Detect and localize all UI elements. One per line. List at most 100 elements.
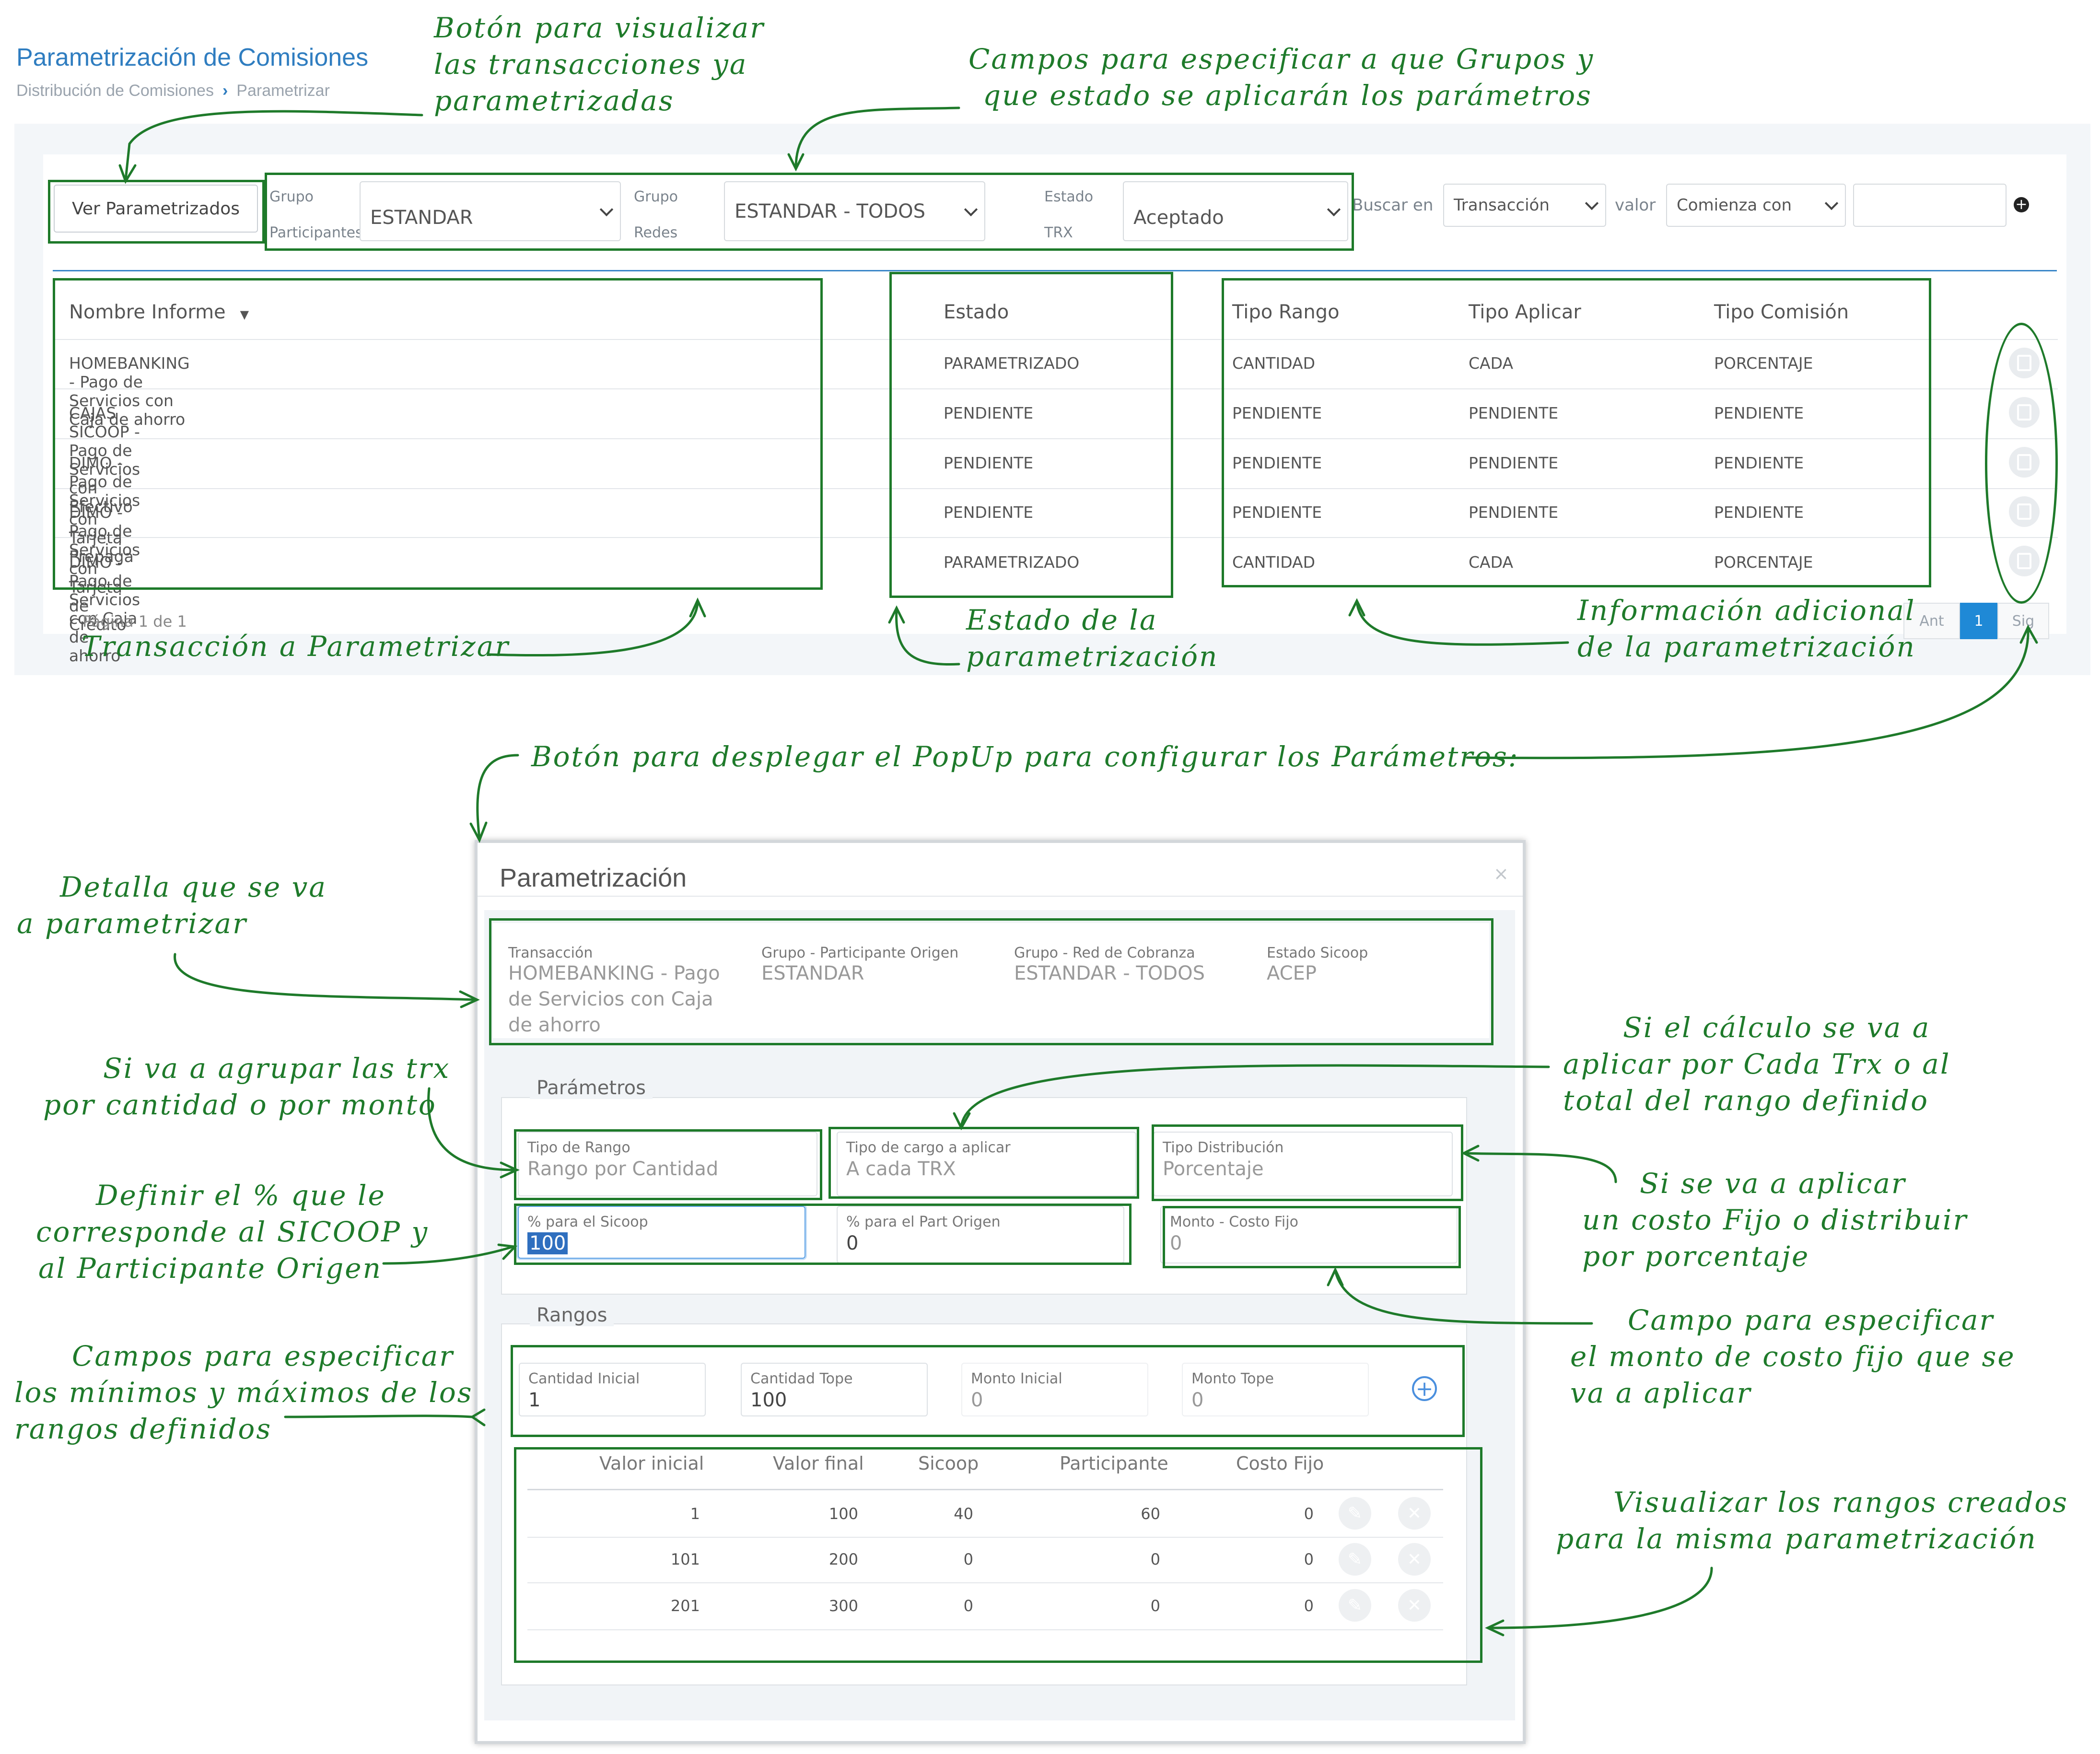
estado-trx-value: Aceptado <box>1133 206 1224 229</box>
annotation-trx: Transacción a Parametrizar <box>82 630 510 663</box>
edit-icon[interactable]: ✎ <box>1339 1543 1371 1576</box>
annotation-line: Si se va a aplicar <box>1640 1167 1906 1200</box>
tipo-rango-field[interactable]: Tipo de Rango Rango por Cantidad <box>518 1132 817 1196</box>
range-valor-final: 300 <box>828 1597 858 1615</box>
arrow-porcentaje <box>382 1245 514 1265</box>
delete-icon[interactable]: ✕ <box>1398 1543 1431 1576</box>
arrow-monto <box>1334 1269 1593 1325</box>
delete-icon[interactable]: ✕ <box>1398 1497 1431 1530</box>
estado-sicoop-value: ACEP <box>1267 962 1317 984</box>
row-divider <box>54 388 2058 389</box>
pct-sicoop-label: % para el Sicoop <box>527 1214 648 1230</box>
arrowhead <box>1327 1267 1344 1286</box>
tipo-distribucion-label: Tipo Distribución <box>1163 1139 1284 1156</box>
search-input[interactable] <box>1853 184 2007 227</box>
monto-tope-value: 0 <box>1191 1389 1204 1411</box>
range-row-divider <box>527 1582 1443 1583</box>
close-icon[interactable]: × <box>1493 863 1509 884</box>
arrow-calculo <box>960 1064 1550 1128</box>
cell-tipo-rango: PENDIENTE <box>1232 404 1322 422</box>
annotation-line: por cantidad o por monto <box>43 1088 437 1121</box>
estado-trx-select[interactable]: Aceptado <box>1123 181 1348 241</box>
cell-tipo-rango: PENDIENTE <box>1232 503 1322 522</box>
cell-nombre: DIMO - Pago de Servicios con Caja de aho… <box>69 553 140 665</box>
monto-costo-fijo-label: Monto - Costo Fijo <box>1170 1214 1298 1230</box>
col-header-estado: Estado <box>944 301 1009 323</box>
arrow-grupos <box>794 106 960 169</box>
tipo-rango-value: Rango por Cantidad <box>527 1158 719 1180</box>
tipo-rango-label: Tipo de Rango <box>527 1139 630 1156</box>
pager-prev-button[interactable]: Ant <box>1903 603 1960 639</box>
col-header-nombre-label: Nombre Informe <box>69 301 226 323</box>
range-valor-final: 100 <box>828 1505 858 1523</box>
arrowhead <box>500 1161 520 1179</box>
annotation-calculo: Si el cálculo se va a aplicar por Cada T… <box>1563 1009 1950 1119</box>
arrowhead <box>888 605 905 624</box>
estado-trx-label: Estado <box>1044 188 1094 205</box>
pager-page-1[interactable]: 1 <box>1960 603 1997 639</box>
grupo-participante-value: ESTANDAR <box>761 962 864 984</box>
arrowhead <box>689 597 706 618</box>
highlight-ver-param <box>48 180 265 244</box>
edit-icon[interactable]: ✎ <box>1339 1589 1371 1622</box>
arrow-visualizar <box>1487 1567 1713 1629</box>
arrowhead <box>470 1408 486 1427</box>
cell-nombre: DIMO - Pago de Servicios con Tarjeta de … <box>69 503 140 634</box>
grupo-redes-label-2: Redes <box>634 224 678 241</box>
cell-estado: PARAMETRIZADO <box>944 553 1080 572</box>
delete-icon[interactable]: ✕ <box>1398 1589 1431 1622</box>
tipo-cargo-field[interactable]: Tipo de cargo a aplicar A cada TRX <box>837 1132 1136 1196</box>
range-col-sicoop: Sicoop <box>918 1453 979 1474</box>
pct-sicoop-input[interactable]: % para el Sicoop 100 <box>518 1206 805 1259</box>
monto-inicial-input[interactable]: Monto Inicial 0 <box>961 1363 1148 1416</box>
cell-tipo-comision: PORCENTAJE <box>1714 553 1813 572</box>
ver-parametrizados-button[interactable]: Ver Parametrizados <box>54 185 258 233</box>
arrow-trx <box>488 600 699 657</box>
range-valor-inicial: 101 <box>670 1550 700 1568</box>
annotation-line: los mínimos y máximos de los <box>14 1376 473 1409</box>
buscar-en-label: Buscar en <box>1352 196 1434 215</box>
range-sicoop: 0 <box>963 1597 973 1615</box>
col-header-tipo-rango: Tipo Rango <box>1232 301 1340 323</box>
range-col-costo-fijo: Costo Fijo <box>1236 1453 1324 1474</box>
cell-estado: PARAMETRIZADO <box>944 354 1080 373</box>
valor-select[interactable]: Comienza con <box>1666 184 1846 227</box>
monto-tope-input[interactable]: Monto Tope 0 <box>1182 1363 1369 1416</box>
cantidad-tope-input[interactable]: Cantidad Tope 100 <box>741 1363 928 1416</box>
breadcrumb: Distribución de Comisiones›Parametrizar <box>16 82 330 100</box>
range-row-divider <box>527 1537 1443 1538</box>
arrowhead <box>1348 598 1365 617</box>
add-range-icon[interactable]: + <box>1412 1376 1437 1401</box>
range-costo-fijo: 0 <box>1304 1597 1314 1615</box>
grupo-redes-select[interactable]: ESTANDAR - TODOS <box>724 181 985 241</box>
cantidad-inicial-input[interactable]: Cantidad Inicial 1 <box>519 1363 706 1416</box>
arrowhead <box>497 1243 518 1260</box>
pct-part-origen-input[interactable]: % para el Part Origen 0 <box>837 1206 1124 1263</box>
highlight-monto <box>1163 1206 1461 1268</box>
pager-next-button[interactable]: Sig <box>1997 603 2049 639</box>
annotation-line: un costo Fijo o distribuir <box>1582 1204 1968 1236</box>
col-header-nombre[interactable]: Nombre Informe▼ <box>69 301 249 323</box>
grupo-participantes-select[interactable]: ESTANDAR <box>360 181 621 241</box>
grupo-participante-label: Grupo - Participante Origen <box>761 945 959 961</box>
highlight-tipo-cargo <box>828 1127 1139 1199</box>
annotation-ver-param: Botón para visualizar las transacciones … <box>434 10 765 119</box>
breadcrumb-item-parametrizar: Parametrizar <box>236 82 330 100</box>
annotation-line: Estado de la <box>966 604 1158 636</box>
grupo-redes-value: ESTANDAR - TODOS <box>735 200 925 222</box>
edit-icon[interactable]: ✎ <box>1339 1497 1371 1530</box>
monto-costo-fijo-input[interactable]: Monto - Costo Fijo 0 <box>1160 1206 1458 1263</box>
cell-nombre: CAJAS SICOOP - Pago de Servicios con Efe… <box>69 404 140 516</box>
annotation-line: Campo para especificar <box>1628 1304 1995 1336</box>
monto-inicial-label: Monto Inicial <box>971 1370 1062 1387</box>
breadcrumb-item-distribucion[interactable]: Distribución de Comisiones <box>16 82 214 100</box>
cell-tipo-aplicar: CADA <box>1469 354 1514 373</box>
arrowhead <box>1485 1619 1505 1637</box>
pct-sicoop-value: 100 <box>527 1232 568 1254</box>
pct-part-origen-value: 0 <box>846 1232 859 1254</box>
range-costo-fijo: 0 <box>1304 1550 1314 1568</box>
buscar-en-select[interactable]: Transacción <box>1443 184 1606 227</box>
add-filter-icon[interactable]: + <box>2014 197 2029 212</box>
tipo-distribucion-field[interactable]: Tipo Distribución Porcentaje <box>1153 1132 1453 1196</box>
filter-divider <box>53 270 2057 271</box>
